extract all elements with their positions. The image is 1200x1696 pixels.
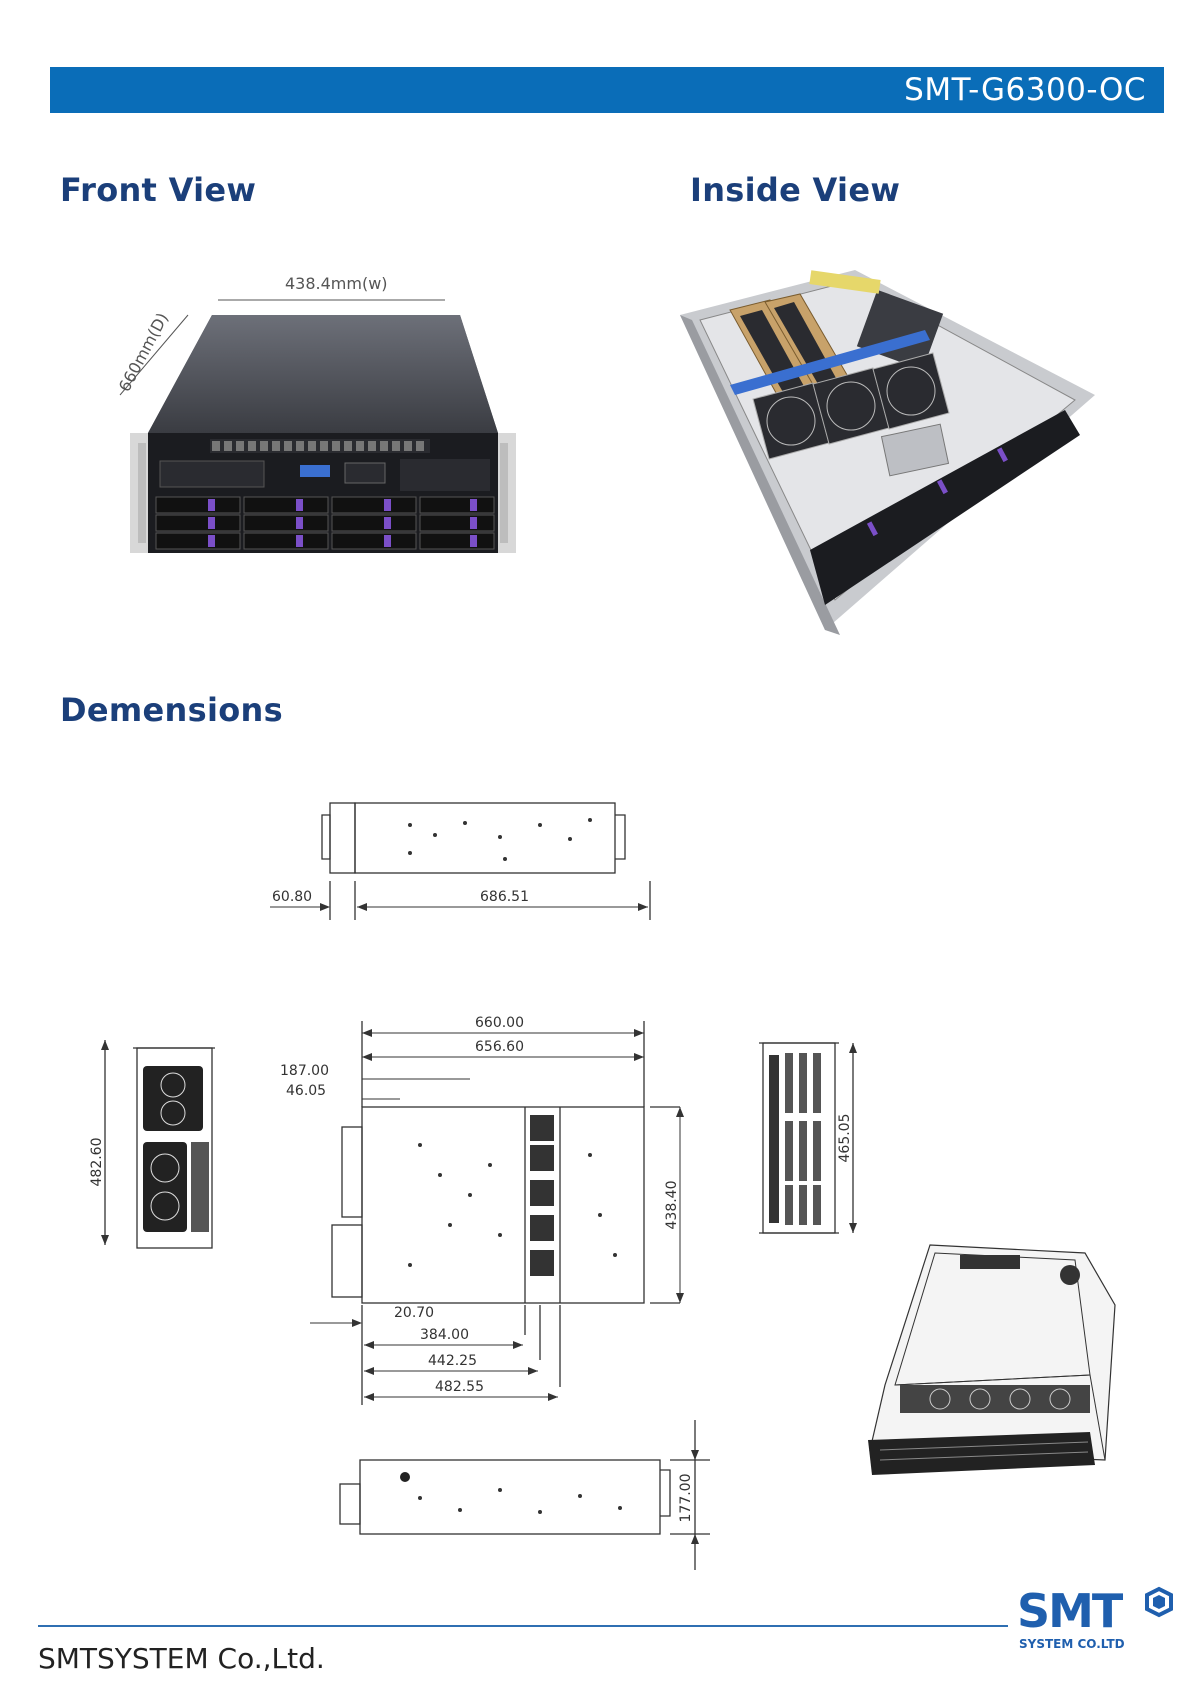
front-view-image: 438.4mm(w) 660mm(D) — [115, 274, 516, 553]
dim-656-60: 656.60 — [475, 1039, 524, 1055]
inside-view-image — [680, 270, 1095, 635]
dim-442-25: 442.25 — [428, 1353, 477, 1369]
dim-46-05: 46.05 — [286, 1083, 326, 1099]
logo-mark: SMT — [1017, 1585, 1124, 1638]
dim-60-80: 60.80 — [272, 889, 312, 905]
company-logo: SMT SYSTEM CO.LTD — [1015, 1585, 1175, 1655]
company-name: SMTSYSTEM Co.,Ltd. — [38, 1642, 325, 1675]
rear-panel-drawing: 465.05 — [759, 1042, 857, 1234]
top-view-drawing: 660.00 656.60 187.00 46.05 438.40 20.70 … — [280, 1015, 684, 1405]
inside-view-heading: Inside View — [690, 171, 901, 209]
dim-660-00: 660.00 — [475, 1015, 524, 1031]
model-title: SMT-G6300-OC — [904, 72, 1146, 108]
dim-465-05: 465.05 — [837, 1114, 853, 1163]
dim-20-70: 20.70 — [394, 1305, 434, 1321]
dim-482-60: 482.60 — [89, 1138, 105, 1187]
side-view-bottom-drawing: 177.00 — [339, 1420, 710, 1570]
dim-187-00: 187.00 — [280, 1063, 329, 1079]
side-view-drawing: 60.80 686.51 — [270, 802, 651, 920]
dim-438-40: 438.40 — [664, 1181, 680, 1230]
footer-divider — [38, 1625, 1008, 1627]
front-panel-drawing: 482.60 — [89, 1040, 215, 1249]
dim-686-51: 686.51 — [480, 889, 529, 905]
front-view-heading: Front View — [60, 171, 257, 209]
dimensions-heading: Demensions — [60, 691, 283, 729]
width-label: 438.4mm(w) — [285, 274, 388, 293]
isometric-drawing — [868, 1244, 1116, 1475]
dim-482-55: 482.55 — [435, 1379, 484, 1395]
depth-label: 660mm(D) — [115, 310, 172, 395]
header-banner: SMT-G6300-OC — [50, 67, 1164, 113]
dim-177-00: 177.00 — [678, 1474, 694, 1523]
logo-subtitle: SYSTEM CO.LTD — [1019, 1637, 1125, 1651]
dim-384-00: 384.00 — [420, 1327, 469, 1343]
